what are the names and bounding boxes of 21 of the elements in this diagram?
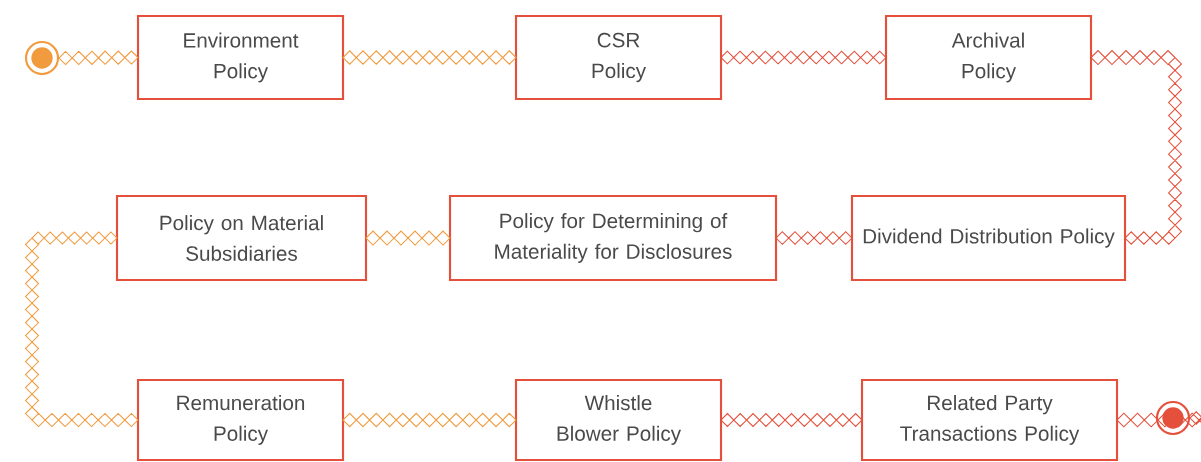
policy-box: Policy on Material Subsidiaries [115,194,368,282]
policy-box: Policy for Determining of Materiality for Disclosures [448,194,778,282]
policy-box: Archival Policy [884,14,1093,101]
policy-box: Remuneration Policy [136,378,345,462]
diamond-chain-connector [58,50,139,66]
policy-box: Whistle Blower Policy [514,378,723,462]
terminal-circle [1155,400,1191,436]
diamond-chain-connector [1090,49,1182,245]
policy-box: CSR Policy [514,14,723,101]
diamond-chain-connector [775,230,853,245]
policy-box: Dividend Distribution Policy [850,194,1127,282]
policy-box: Related Party Transactions Policy [860,378,1119,462]
diamond-chain-connector [365,230,451,246]
terminal-circle [24,40,60,76]
diamond-chain-connector [1116,411,1201,428]
diamond-chain-connector [720,50,887,65]
diamond-chain-connector [342,412,517,428]
diamond-chain-connector [720,413,863,428]
diamond-chain-connector [24,231,139,428]
policy-box: Environment Policy [136,14,345,101]
diamond-chain-connector [342,50,517,65]
